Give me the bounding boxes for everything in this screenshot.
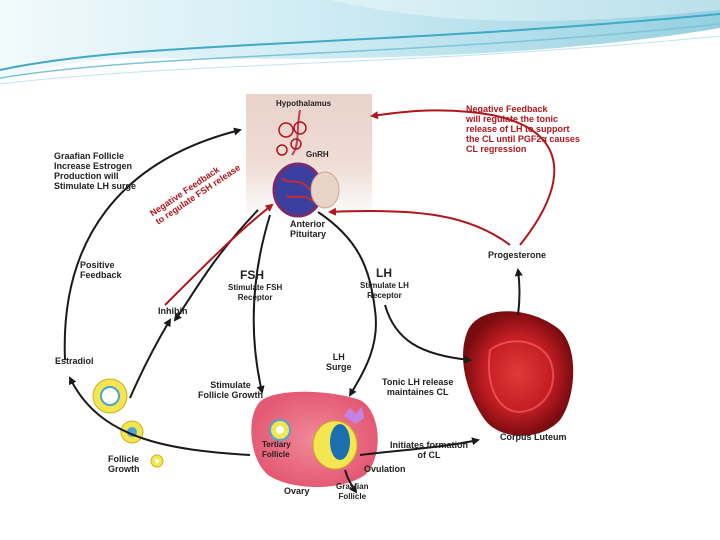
label-anterior-pituitary: Anterior Pituitary [290, 219, 327, 239]
label-ovulation: Ovulation [364, 464, 406, 474]
label-graafian-stimulate: Graafian Follicle Increase Estrogen Prod… [54, 151, 137, 191]
red-arrows [164, 109, 556, 306]
ovary-graphic [251, 391, 378, 488]
pituitary-gland [272, 109, 340, 218]
label-progesterone: Progesterone [488, 250, 547, 260]
label-lh-receptor: Stimulate LH Receptor [360, 281, 409, 300]
label-positive-feedback: Positive Feedback [80, 260, 122, 280]
label-initiates-formation: Initiates formation of CL [390, 440, 469, 460]
follicles-graphic [92, 378, 164, 468]
label-graafian-follicle: Graafian Follicle [336, 482, 369, 501]
label-lh: LH [376, 266, 392, 280]
label-stimulate-follicle-growth: Stimulate Follicle Growth [198, 380, 264, 400]
header-decoration [0, 0, 720, 85]
label-ovary: Ovary [284, 486, 310, 496]
label-inhibin: Inhibin [158, 306, 188, 316]
label-tertiary-follicle: Tertiary Follicle [262, 440, 291, 459]
label-gnrh: GnRH [306, 150, 329, 159]
label-negative-feedback-lh: Negative Feedback will regulate the toni… [466, 104, 580, 154]
label-fsh-receptor: Stimulate FSH Receptor [228, 283, 283, 302]
label-estradiol: Estradiol [55, 356, 94, 366]
label-hypothalamus: Hypothalamus [276, 99, 332, 108]
label-corpus-luteum: Corpus Luteum [500, 432, 567, 442]
label-fsh: FSH [240, 268, 264, 282]
black-arrows [63, 127, 523, 494]
corpus-luteum-graphic [463, 311, 574, 436]
label-lh-surge: LH Surge [326, 352, 352, 372]
label-tonic-lh: Tonic LH release maintaines CL [382, 377, 454, 397]
label-follicle-growth: Follicle Growth [108, 454, 140, 474]
